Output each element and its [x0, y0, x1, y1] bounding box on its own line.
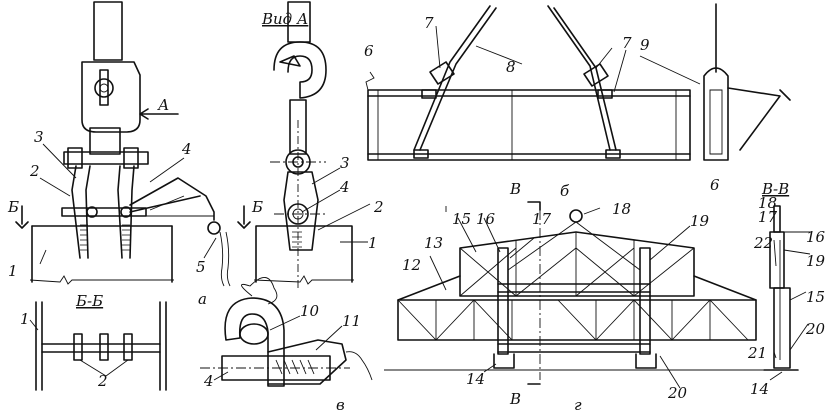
num-17-b: 17 [758, 208, 778, 226]
num-1-b: 1 [368, 234, 378, 252]
section-b-label-left: Б [7, 198, 19, 216]
num-3-a: 3 [34, 128, 44, 146]
leader-lines [29, 25, 812, 389]
lift-hook [569, 209, 583, 223]
num-7-b: 7 [622, 34, 632, 52]
section-b-label-right: Б [251, 198, 263, 216]
num-20-b: 20 [805, 320, 826, 338]
hook-body [81, 61, 141, 133]
fig-g-truss [384, 201, 770, 385]
num-13: 13 [424, 234, 443, 252]
num-4-a: 4 [181, 140, 192, 158]
truss-upper [459, 231, 695, 297]
title-section-bb: Б-Б [75, 292, 103, 310]
release-cable [219, 231, 225, 287]
num-2-a: 2 [29, 162, 40, 180]
jaw-left [71, 165, 81, 259]
lift-crossbar [497, 283, 651, 293]
release-lever [129, 177, 215, 221]
num-16-a: 16 [476, 210, 496, 228]
lift-post-right [639, 247, 651, 355]
bb-left-plate [35, 301, 43, 391]
side-hook [273, 41, 327, 99]
bb-right-plate [159, 301, 167, 391]
jaw-right [117, 165, 123, 259]
title-section-vv: В-В [761, 180, 789, 198]
shackle-spring [275, 359, 315, 375]
fig-a-front-view [15, 1, 251, 287]
fig-v-shackle [200, 277, 373, 387]
num-19-a: 19 [690, 212, 710, 230]
num-5: 5 [196, 258, 206, 276]
shackle-pin [221, 355, 331, 381]
title-view-a: Вид А [261, 10, 308, 28]
sub-label-g: г [574, 396, 582, 414]
num-6-a: 6 [364, 42, 374, 60]
num-14-b: 14 [750, 380, 769, 398]
num-9: 9 [640, 36, 650, 54]
num-4-b: 4 [339, 178, 350, 196]
num-15-a: 15 [452, 210, 471, 228]
section-v-label-bottom: В [509, 390, 521, 408]
sub-label-a: а [198, 290, 207, 308]
sling-right [547, 5, 611, 151]
base-bar [497, 343, 651, 353]
vv-lower-post [773, 287, 791, 369]
num-11: 11 [342, 312, 361, 330]
fig-section-bb [35, 301, 167, 391]
num-3-b: 3 [340, 154, 350, 172]
num-17-a: 17 [532, 210, 552, 228]
num-19-b: 19 [806, 252, 826, 270]
num-4-c: 4 [203, 372, 214, 390]
beam-body [367, 89, 691, 161]
num-2-b: 2 [373, 198, 384, 216]
num-14-a: 14 [466, 370, 485, 388]
num-22: 22 [753, 234, 773, 252]
num-21: 21 [747, 344, 767, 362]
fig-b-side-detail [703, 3, 791, 161]
num-10: 10 [300, 302, 320, 320]
num-12: 12 [402, 256, 421, 274]
release-ring [207, 221, 221, 235]
num-20-a: 20 [667, 384, 688, 402]
label-layer: Вид А А Б-Б Б Б В-В В В а б в г 1 1 1 2 … [7, 10, 826, 414]
arrow-a-label: А [157, 96, 169, 114]
shackle-body [224, 297, 285, 387]
num-6-b: 6 [710, 176, 720, 194]
hook-eye [94, 78, 114, 98]
num-15-b: 15 [806, 288, 825, 306]
num-18-a: 18 [612, 200, 631, 218]
section-v-label-top: В [509, 180, 521, 198]
num-1-a: 1 [8, 262, 18, 280]
truss-lower [397, 299, 757, 341]
num-1-c: 1 [20, 310, 30, 328]
num-8: 8 [506, 58, 516, 76]
lift-post-left [497, 247, 509, 355]
num-7-a: 7 [424, 14, 434, 32]
num-2-c: 2 [97, 372, 108, 390]
num-18-b: 18 [758, 194, 777, 212]
fig-section-vv [763, 205, 799, 371]
fig-a-side-view [253, 1, 354, 290]
hook-shank [93, 1, 123, 61]
fig-b-slung-beam [365, 5, 691, 161]
side-beam-section [703, 67, 729, 161]
sub-label-v: в [336, 396, 345, 414]
num-16-b: 16 [806, 228, 826, 246]
sling-left [413, 5, 491, 151]
sub-label-b: б [560, 182, 570, 200]
view-arrow-a [139, 108, 179, 120]
